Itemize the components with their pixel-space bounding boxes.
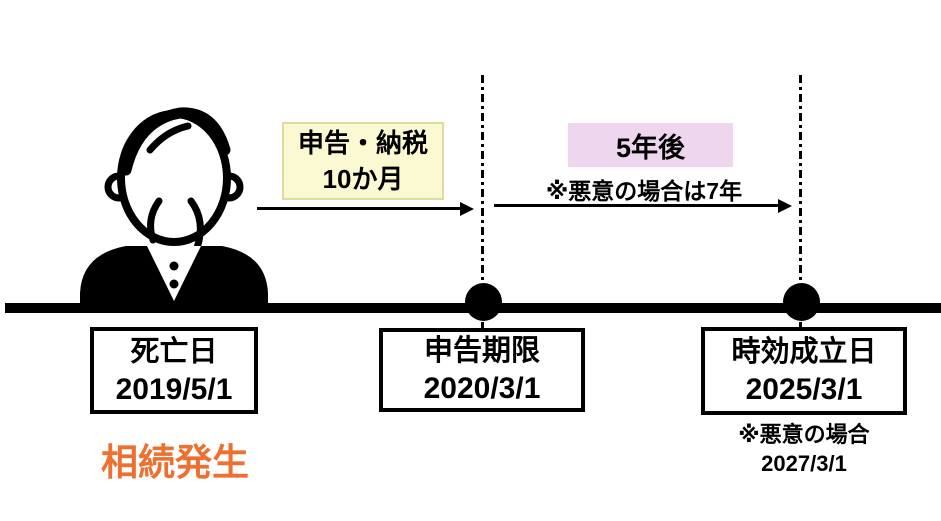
event-death-title: 死亡日 [130,335,218,368]
period-statute-note: ※悪意の場合は7年 [545,178,743,204]
event-death-date: 2019/5/1 [115,372,233,406]
event-statute-footnote: ※悪意の場合 2027/3/1 [699,420,909,478]
arrow-death-to-deadline [257,207,461,210]
event-box-filing-deadline: 申告期限 2020/3/1 [379,328,585,412]
event-filing-date: 2020/3/1 [423,372,541,405]
arrow-deadline-to-statute [494,204,779,207]
event-death-caption: 相続発生 [101,442,249,483]
guide-line-filing-deadline [481,75,484,333]
event-statute-title: 時効成立日 [731,336,877,368]
timeline-node-statute-date [783,283,820,321]
timeline-node-filing-deadline [465,283,502,321]
event-statute-date: 2025/3/1 [745,373,863,406]
period-filing-label-line1: 申告・納税 [297,128,428,158]
period-statute-label: 5年後 [615,132,686,163]
guide-line-statute-date [799,75,802,333]
event-box-statute: 時効成立日 2025/3/1 [701,327,907,415]
deceased-person-icon [80,107,268,313]
period-filing-label-line2: 10か月 [322,164,404,194]
event-statute-footnote-line1: ※悪意の場合 [738,422,870,447]
event-filing-title: 申告期限 [423,335,540,367]
event-box-death: 死亡日 2019/5/1 [90,327,258,414]
period-box-filing: 申告・納税 10か月 [282,122,444,200]
period-box-statute: 5年後 [568,123,733,167]
event-statute-footnote-line2: 2027/3/1 [761,451,847,476]
